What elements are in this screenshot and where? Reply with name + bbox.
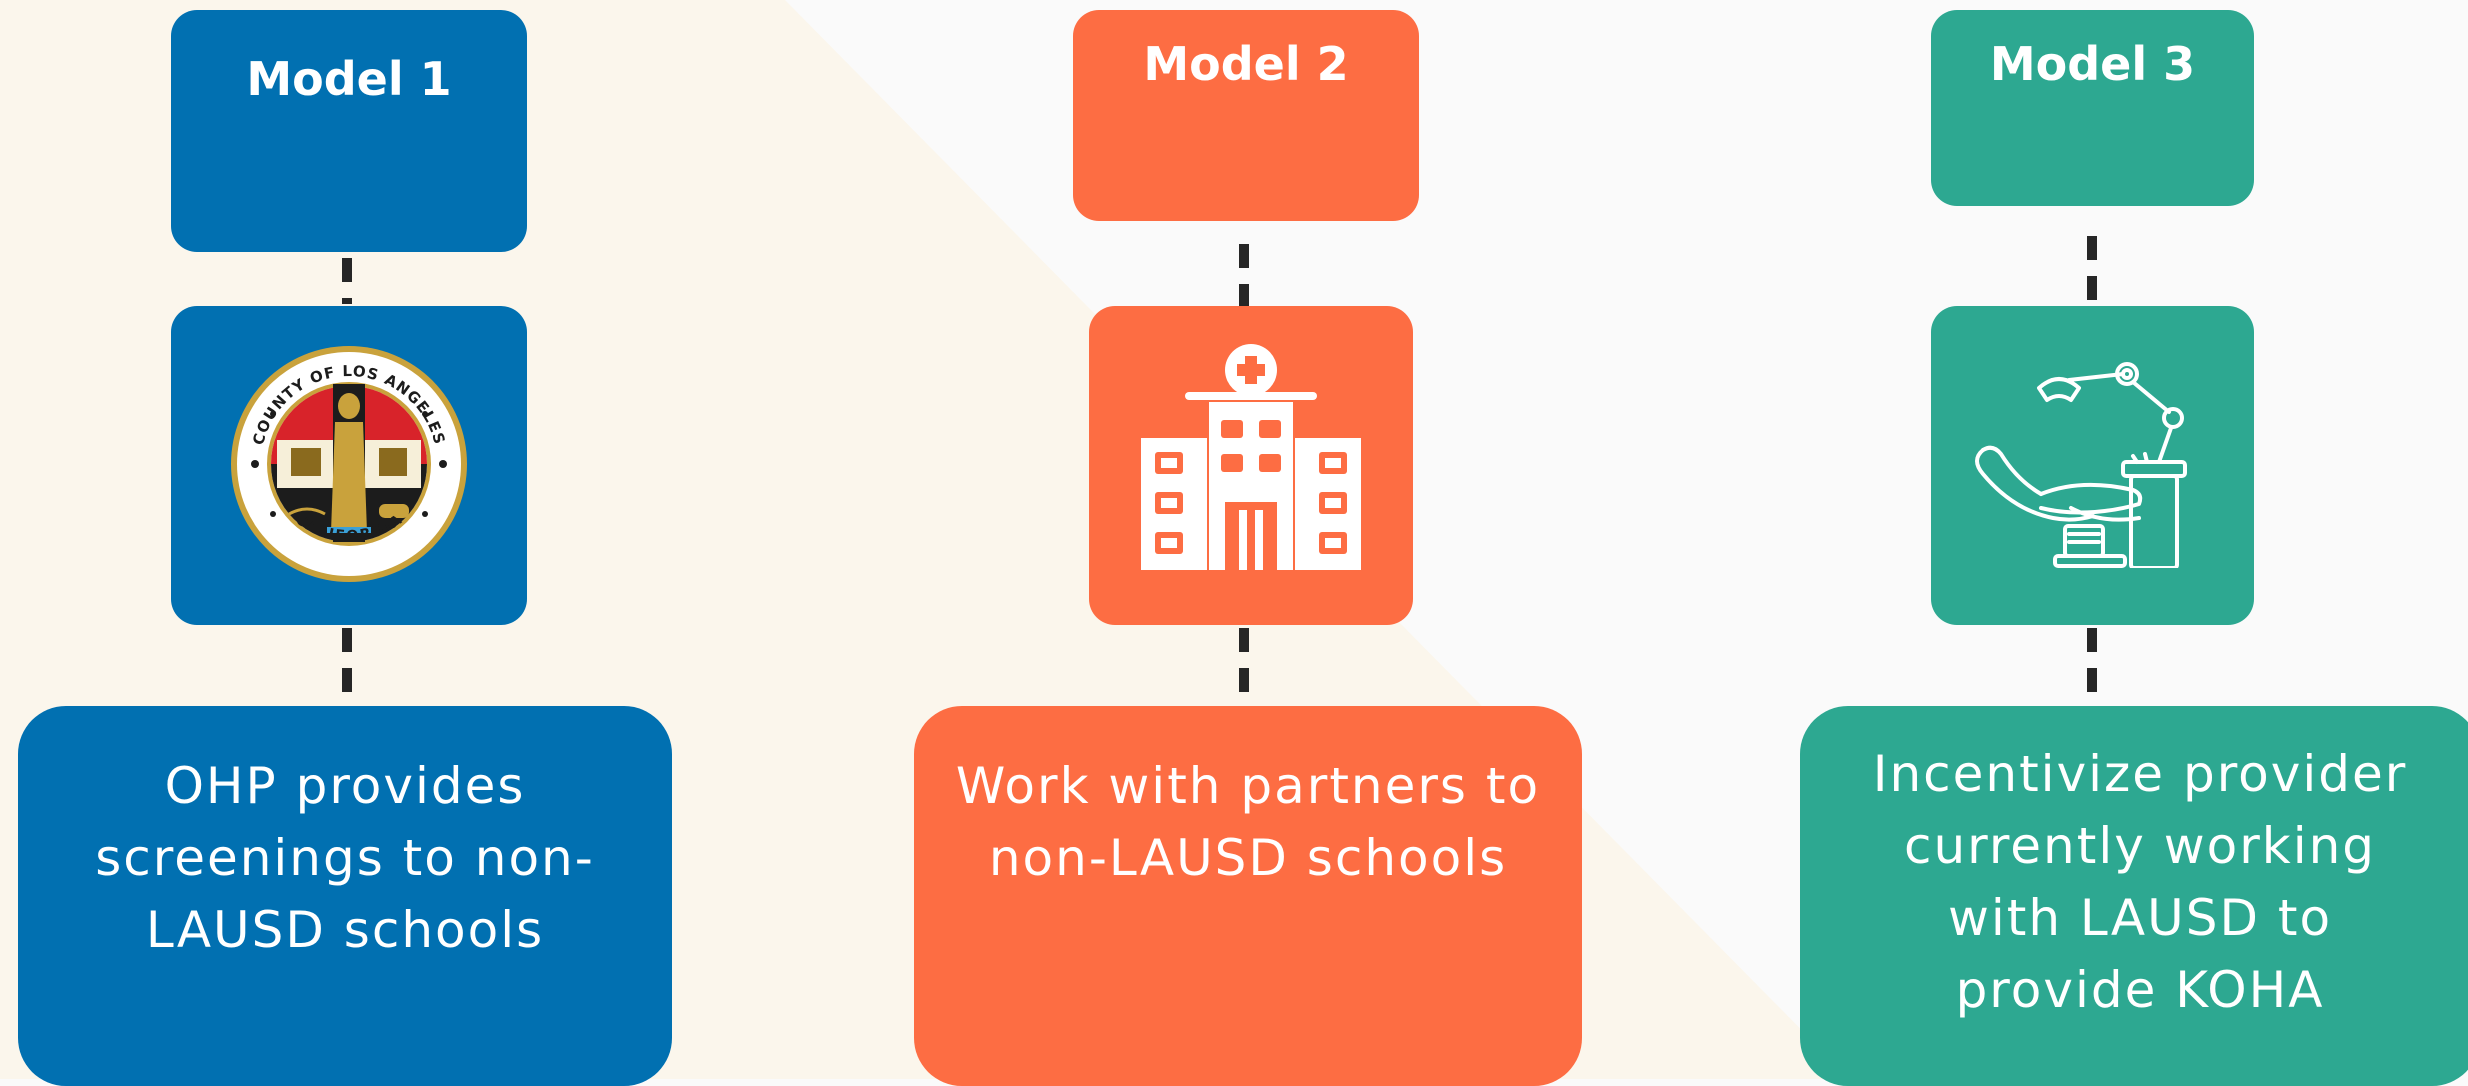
model-2-title-box: Model 2	[1073, 10, 1419, 221]
model-2-description: Work with partners to non-LAUSD schools	[944, 750, 1552, 894]
model-2-description-box: Work with partners to non-LAUSD schools	[914, 706, 1582, 1086]
model-1-connector-bottom	[342, 628, 352, 720]
hospital-building-icon	[1141, 344, 1361, 570]
model-3-connector-bottom	[2087, 628, 2097, 696]
model-2-description-line: non-LAUSD schools	[988, 829, 1508, 887]
model-3-title: Model 3	[1989, 37, 2196, 91]
model-3-title-box: Model 3	[1931, 10, 2254, 206]
model-1-description: OHP provides screenings to non- LAUSD sc…	[48, 750, 642, 966]
model-2-description-line: Work with partners to	[955, 757, 1541, 815]
model-3-description-line: with LAUSD to	[1947, 889, 2333, 947]
model-1-title: Model 1	[246, 52, 452, 106]
model-2-connector-bottom	[1239, 628, 1249, 706]
model-3-description-line: Incentivize provider	[1872, 745, 2408, 803]
model-1-description-line: screenings to non-	[95, 829, 595, 887]
model-3-connector-top	[2087, 236, 2097, 304]
model-2-connector-top	[1239, 244, 1249, 306]
model-1-title-box: Model 1	[171, 10, 527, 252]
model-1-description-box: OHP provides screenings to non- LAUSD sc…	[18, 706, 672, 1086]
model-3-description-line: currently working	[1903, 817, 2377, 875]
county-seal-icon: COUNTY OF LOS ANGELES CALIFORNIA	[231, 346, 467, 582]
model-1-description-line: LAUSD schools	[145, 901, 545, 959]
model-3-description: Incentivize provider currently working w…	[1830, 738, 2450, 1026]
model-3-description-box: Incentivize provider currently working w…	[1800, 706, 2468, 1086]
model-1-description-line: OHP provides	[164, 757, 526, 815]
model-2-icon-box	[1089, 306, 1413, 625]
model-1-icon-box: COUNTY OF LOS ANGELES CALIFORNIA	[171, 306, 527, 625]
model-3-icon-box	[1931, 306, 2254, 625]
dental-chair-icon	[1975, 362, 2187, 568]
model-2-title: Model 2	[1143, 37, 1349, 91]
model-3-description-line: provide KOHA	[1955, 961, 2325, 1019]
model-1-connector-top	[342, 258, 352, 304]
